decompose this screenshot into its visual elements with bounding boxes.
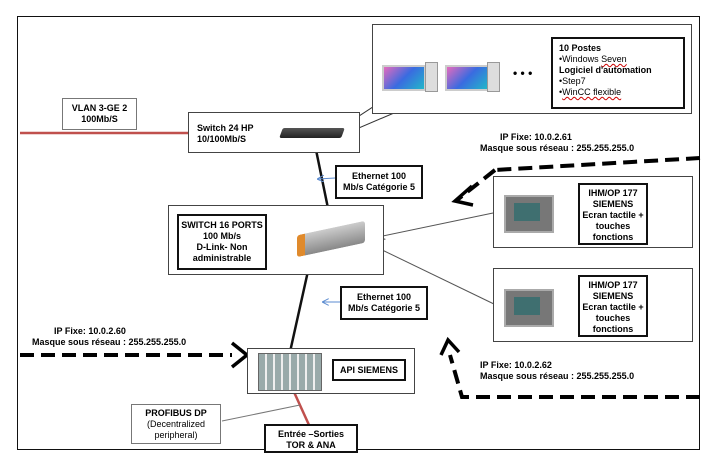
ihm1-l5: fonctions xyxy=(592,232,634,242)
postes-title: 10 Postes xyxy=(559,43,602,53)
ip62-label: IP Fixe: 10.0.2.62 Masque sous réseau : … xyxy=(480,360,634,382)
switch16-line3: D-Link- Non xyxy=(196,242,248,252)
ihm2-l3: Ecran tactile + xyxy=(582,302,644,312)
postes-sub: Logiciel d'automation xyxy=(559,65,652,75)
api-label-box: API SIEMENS xyxy=(332,359,406,381)
computer-tower-icon-1 xyxy=(425,62,438,92)
eth-top-pointer xyxy=(318,178,336,179)
ihm2-l4: touches xyxy=(595,313,631,323)
api-group: API SIEMENS xyxy=(247,348,415,394)
ihm1-panel-icon xyxy=(504,195,554,233)
ip60-mask: Masque sous réseau : 255.255.255.0 xyxy=(32,337,187,347)
switch24-line2: 10/100Mb/S xyxy=(197,134,247,144)
switch16-box: SWITCH 16 PORTS 100 Mb/s D-Link- Non adm… xyxy=(168,205,384,275)
switch24-device-icon xyxy=(279,128,345,138)
ihm1-link xyxy=(378,212,494,237)
eth-bottom-line1: Ethernet 100 xyxy=(356,292,412,302)
io-l1: Entrée –Sorties xyxy=(277,429,345,439)
ihm2-l5: fonctions xyxy=(592,324,634,334)
postes-os-prefix: Windows xyxy=(562,54,602,64)
vlan-line1: VLAN 3-GE 2 xyxy=(71,103,128,113)
switch16-label-box: SWITCH 16 PORTS 100 Mb/s D-Link- Non adm… xyxy=(177,214,267,270)
ip62-ip: IP Fixe: 10.0.2.62 xyxy=(480,360,552,370)
ip61-ip: IP Fixe: 10.0.2.61 xyxy=(500,132,572,142)
eth-bottom-line2: Mb/s Catégorie 5 xyxy=(347,303,421,313)
postes-os-word: Seven xyxy=(601,54,627,64)
ihm2-panel-icon xyxy=(504,289,554,327)
profibus-l2: (Decentralized xyxy=(146,419,206,429)
ip62-arrow xyxy=(439,336,461,356)
api-to-io-link xyxy=(292,391,311,426)
ip60-arrow xyxy=(230,341,250,369)
io-label: Entrée –Sorties TOR & ANA xyxy=(264,424,358,453)
api-label: API SIEMENS xyxy=(339,365,398,375)
switch16-to-api-link xyxy=(288,261,312,353)
profibus-label: PROFIBUS DP (Decentralized peripheral) xyxy=(131,404,221,444)
plc-device-icon xyxy=(258,353,322,391)
ip61-label: IP Fixe: 10.0.2.61 Masque sous réseau : … xyxy=(480,132,634,154)
postes-step-text: Step7 xyxy=(562,76,586,86)
ihm2-label-box: IHM/OP 177 SIEMENS Ecran tactile + touch… xyxy=(578,275,648,337)
profibus-pointer xyxy=(221,404,301,422)
postes-wincc: •WinCC flexible xyxy=(559,87,622,97)
ihm1-label-box: IHM/OP 177 SIEMENS Ecran tactile + touch… xyxy=(578,183,648,245)
ihm2-l2: SIEMENS xyxy=(592,291,634,301)
computer-icon-1 xyxy=(382,65,426,91)
ip62-dash xyxy=(448,354,700,399)
ihm1-group: IHM/OP 177 SIEMENS Ecran tactile + touch… xyxy=(493,176,693,248)
ip60-ip: IP Fixe: 10.0.2.60 xyxy=(54,326,126,336)
computer-tower-icon-2 xyxy=(487,62,500,92)
postes-info-box: 10 Postes •Windows Seven Logiciel d'auto… xyxy=(551,37,685,109)
io-l2: TOR & ANA xyxy=(286,440,336,450)
ihm2-group: IHM/OP 177 SIEMENS Ecran tactile + touch… xyxy=(493,268,693,342)
ihm1-l4: touches xyxy=(595,221,631,231)
switch16-line2: 100 Mb/s xyxy=(202,231,242,241)
ip61-mask: Masque sous réseau : 255.255.255.0 xyxy=(480,143,635,153)
profibus-l3: peripheral) xyxy=(154,430,198,440)
profibus-l1: PROFIBUS DP xyxy=(145,408,207,418)
ihm1-l1: IHM/OP 177 xyxy=(588,188,638,198)
vlan-line2: 100Mb/S xyxy=(81,114,118,124)
postes-os: •Windows Seven xyxy=(559,54,627,64)
ihm2-l1: IHM/OP 177 xyxy=(588,280,638,290)
ethernet-top-label: Ethernet 100 Mb/s Catégorie 5 xyxy=(335,165,423,199)
switch24-box: Switch 24 HP 10/100Mb/S xyxy=(188,112,360,153)
ethernet-bottom-label: Ethernet 100 Mb/s Catégorie 5 xyxy=(340,286,428,320)
eth-top-line1: Ethernet 100 xyxy=(351,171,407,181)
ihm2-link xyxy=(376,247,497,306)
postes-step: •Step7 xyxy=(559,76,586,86)
eth-top-line2: Mb/s Catégorie 5 xyxy=(342,182,416,192)
switch16-line4: administrable xyxy=(192,253,252,263)
vlan-label: VLAN 3-GE 2 100Mb/S xyxy=(62,98,137,130)
switch16-device-icon xyxy=(297,220,365,258)
ihm1-l3: Ecran tactile + xyxy=(582,210,644,220)
ip61-dash xyxy=(494,156,701,172)
ihm1-l2: SIEMENS xyxy=(592,199,634,209)
ip61-arrow xyxy=(451,184,474,207)
diagram-frame xyxy=(17,16,700,450)
more-computers-ellipsis: • • • xyxy=(513,66,533,80)
computer-icon-2 xyxy=(445,65,489,91)
postes-wincc-text: WinCC flexible xyxy=(562,87,622,97)
postes-group: • • • 10 Postes •Windows Seven Logiciel … xyxy=(372,24,692,114)
switch16-line1: SWITCH 16 PORTS xyxy=(181,220,263,230)
ip61-arrow-shaft xyxy=(455,168,497,202)
switch24-line1: Switch 24 HP xyxy=(197,123,254,133)
ip60-label: IP Fixe: 10.0.2.60 Masque sous réseau : … xyxy=(32,326,186,348)
ip62-mask: Masque sous réseau : 255.255.255.0 xyxy=(480,371,635,381)
